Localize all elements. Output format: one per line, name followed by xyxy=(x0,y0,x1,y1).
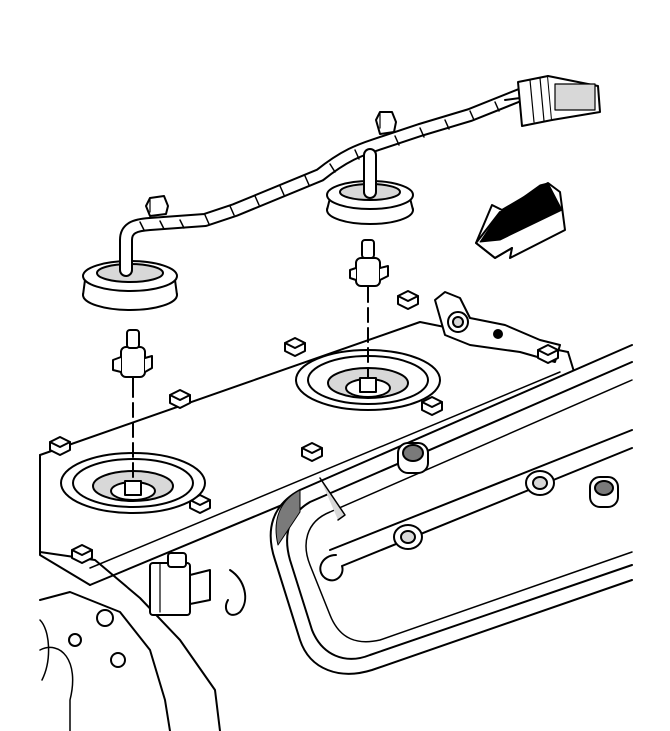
cover-bolt xyxy=(397,290,419,310)
injector xyxy=(397,442,619,508)
knock-sensor xyxy=(112,329,153,388)
cover-bolt xyxy=(169,389,191,409)
sensor-bore xyxy=(60,452,206,514)
front-direction-arrow xyxy=(475,182,566,259)
harness-connector xyxy=(517,75,601,127)
side-sensor xyxy=(149,552,211,616)
rubber-grommet xyxy=(82,260,178,311)
injector-rail xyxy=(319,429,633,582)
sensor-bore xyxy=(295,349,441,411)
bracket xyxy=(434,291,561,363)
cover-bolt xyxy=(49,436,71,456)
cover-bolt xyxy=(421,396,443,416)
valve-cover xyxy=(269,344,633,675)
harness-clip xyxy=(145,111,397,217)
cover-bolt xyxy=(71,544,93,564)
knock-sensor xyxy=(349,239,389,296)
cover-bolt xyxy=(301,442,323,462)
cover-bolts xyxy=(49,290,559,564)
cover-bolt xyxy=(284,337,306,357)
cover-bolt xyxy=(537,344,559,364)
harness-tape-marks xyxy=(139,101,500,231)
rail-mount xyxy=(393,470,555,550)
engine-block xyxy=(39,551,247,731)
knock-sensor-harness xyxy=(119,88,527,277)
install-guide-lines xyxy=(132,287,369,482)
